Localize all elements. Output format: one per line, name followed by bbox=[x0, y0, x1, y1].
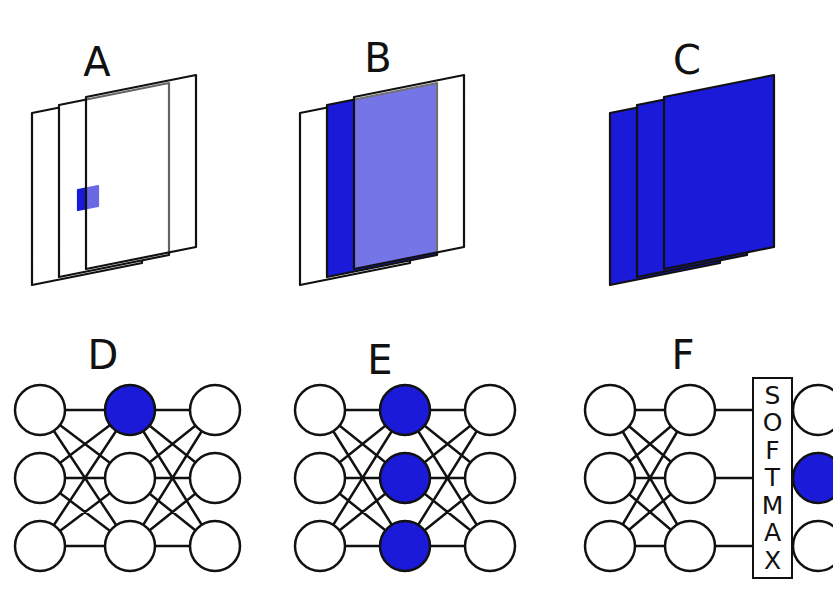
panel-letter: C bbox=[673, 40, 701, 80]
neuron bbox=[15, 453, 65, 503]
neuron bbox=[585, 385, 635, 435]
panel-letter: B bbox=[364, 38, 391, 78]
panel-letter: E bbox=[367, 340, 392, 380]
neuron bbox=[585, 453, 635, 503]
softmax-box: SOFTMAX bbox=[752, 377, 793, 580]
layer-label: SOFTMAX bbox=[760, 382, 785, 575]
neuron bbox=[295, 521, 345, 571]
neuron bbox=[665, 521, 715, 571]
neuron bbox=[295, 385, 345, 435]
neuron bbox=[190, 521, 240, 571]
panel-letter: A bbox=[83, 42, 110, 82]
feature-map bbox=[86, 75, 196, 269]
neuron bbox=[105, 521, 155, 571]
neuron bbox=[15, 521, 65, 571]
neuron bbox=[295, 453, 345, 503]
neuron bbox=[190, 453, 240, 503]
neuron bbox=[585, 521, 635, 571]
neuron bbox=[465, 385, 515, 435]
feature-map-active bbox=[664, 75, 774, 269]
neuron bbox=[190, 385, 240, 435]
neuron-active bbox=[105, 385, 155, 435]
neuron-active bbox=[380, 453, 430, 503]
neuron bbox=[15, 385, 65, 435]
neuron bbox=[665, 453, 715, 503]
panel-letter: D bbox=[88, 335, 119, 375]
neuron bbox=[465, 521, 515, 571]
neuron bbox=[665, 385, 715, 435]
output-neuron bbox=[793, 385, 833, 435]
neuron bbox=[105, 453, 155, 503]
neuron bbox=[465, 453, 515, 503]
panel-letter: F bbox=[671, 335, 694, 375]
feature-map bbox=[354, 75, 464, 269]
neuron-active bbox=[380, 521, 430, 571]
output-neuron-active bbox=[793, 453, 833, 503]
output-neuron bbox=[793, 521, 833, 571]
neuron-active bbox=[380, 385, 430, 435]
